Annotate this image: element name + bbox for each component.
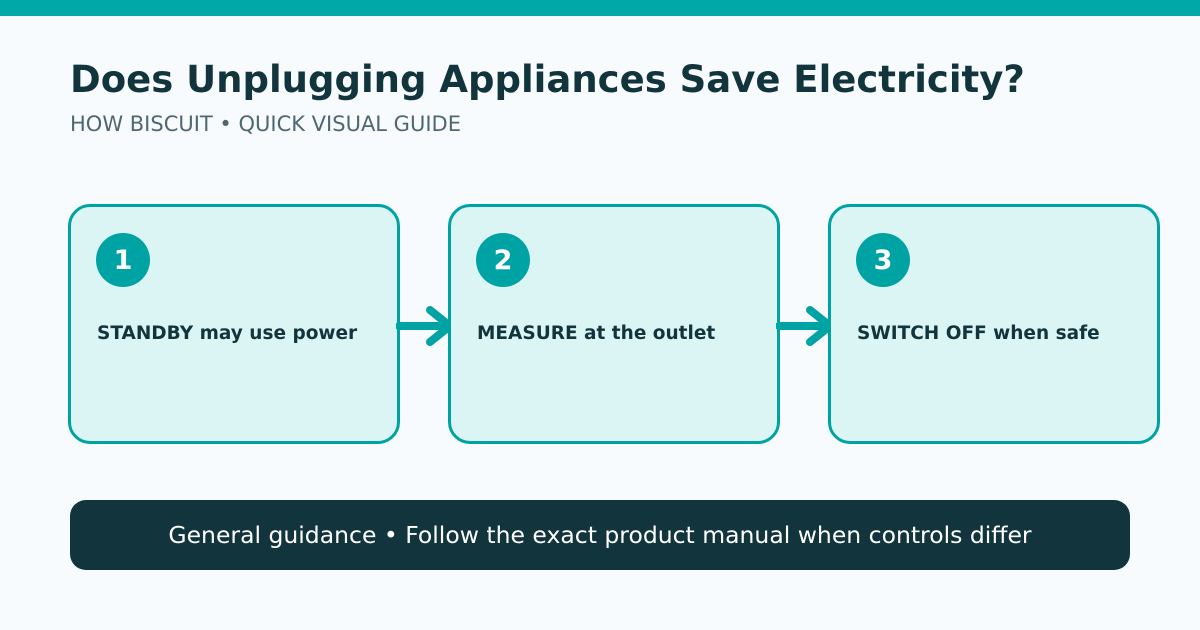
footer-text: General guidance • Follow the exact prod… [168, 521, 1032, 549]
footer-banner: General guidance • Follow the exact prod… [70, 500, 1130, 570]
step-card-2: 2 MEASURE at the outlet [448, 204, 780, 444]
page-subtitle: HOW BISCUIT • QUICK VISUAL GUIDE [70, 112, 461, 136]
step-number-badge: 3 [856, 233, 910, 287]
step-label: STANDBY may use power [97, 323, 358, 344]
step-card-1: 1 STANDBY may use power [68, 204, 400, 444]
step-label: MEASURE at the outlet [477, 323, 716, 344]
step-label: SWITCH OFF when safe [857, 323, 1100, 344]
step-card-3: 3 SWITCH OFF when safe [828, 204, 1160, 444]
step-number-badge: 2 [476, 233, 530, 287]
top-accent-bar [0, 0, 1200, 16]
step-number-badge: 1 [96, 233, 150, 287]
page-title: Does Unplugging Appliances Save Electric… [70, 58, 1025, 101]
